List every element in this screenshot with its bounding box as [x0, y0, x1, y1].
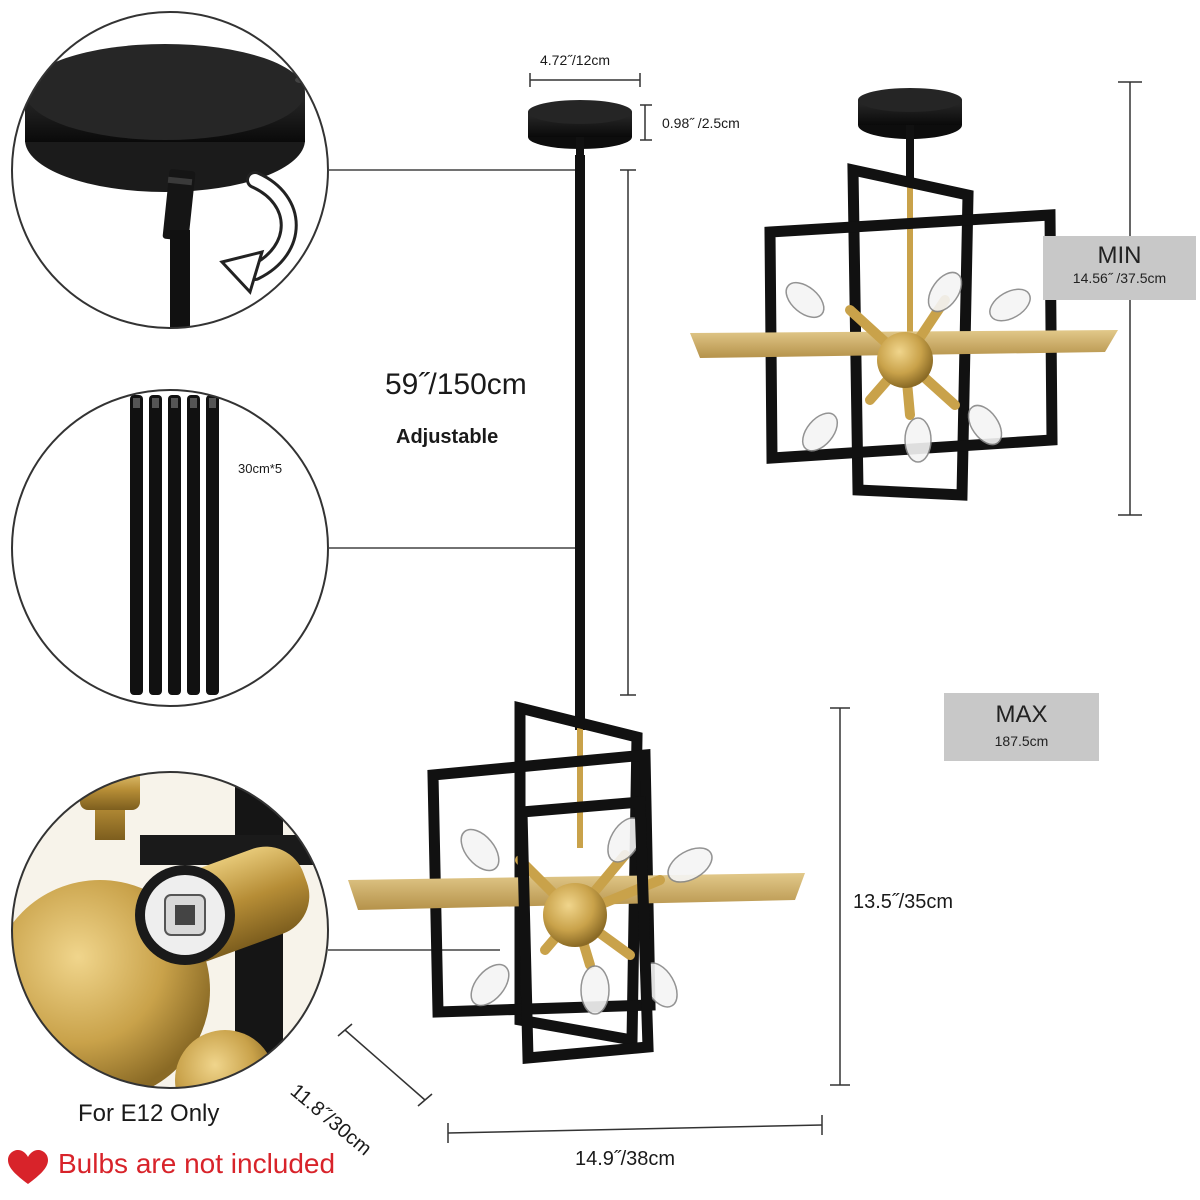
rod-length-label: 59˝/150cm [385, 368, 527, 401]
max-tag-value: 187.5cm [994, 733, 1049, 749]
max-tag: MAX 187.5cm [944, 693, 1099, 761]
bulbs-note: Bulbs are not included [58, 1148, 336, 1179]
dimension-lines [337, 73, 1142, 1143]
socket-note: For E12 Only [78, 1100, 220, 1127]
canopy-height-label: 0.98˝ /2.5cm [662, 115, 740, 131]
rod-segments-label: 30cm*5 [238, 461, 283, 476]
rod-note-label: Adjustable [396, 426, 499, 448]
leader-lines [328, 169, 578, 951]
heart-icon [8, 1150, 48, 1184]
socket-detail-circle [11, 771, 329, 1089]
rod-segments-circle [11, 389, 329, 707]
fixture-height-label: 13.5˝/35cm [853, 891, 954, 913]
min-tag-value: 14.56˝ /37.5cm [1072, 270, 1167, 286]
max-tag-title: MAX [995, 701, 1048, 728]
rotate-arrow-icon [219, 171, 298, 295]
canopy-width-label: 4.72˝/12cm [540, 52, 611, 68]
min-tag: MIN 14.56˝ /37.5cm [1043, 236, 1196, 300]
fixture-max [348, 100, 805, 1065]
canopy-detail-circle [11, 11, 329, 329]
min-tag-title: MIN [1097, 242, 1142, 269]
fixture-min [690, 88, 1118, 501]
fixture-width-label: 14.9˝/38cm [575, 1148, 676, 1170]
